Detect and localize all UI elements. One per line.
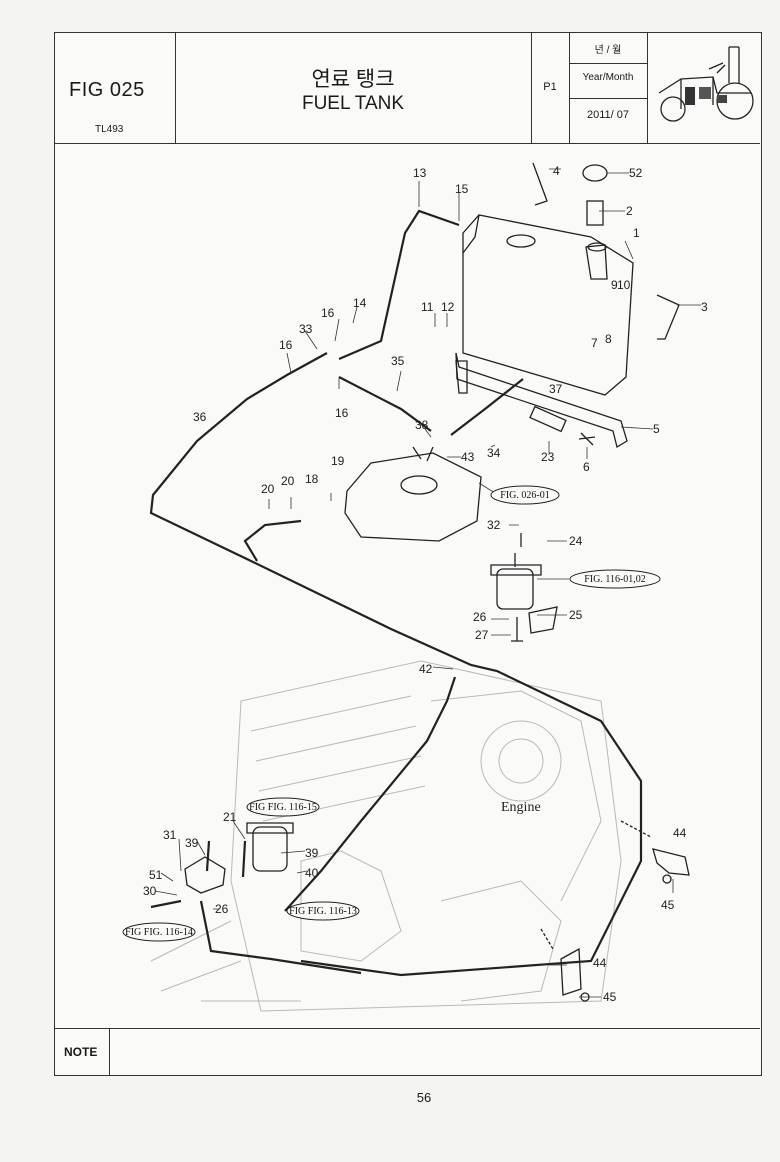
callout-36: 36 xyxy=(193,410,207,424)
callout-45: 45 xyxy=(603,990,617,1004)
title-korean: 연료 탱크 xyxy=(311,68,395,91)
callout-39: 39 xyxy=(305,846,319,860)
callout-1: 1 xyxy=(633,226,640,240)
callout-18: 18 xyxy=(305,472,319,486)
year-month-label-kr: 년 / 월 xyxy=(594,45,622,56)
figure-number: FIG 025 xyxy=(69,79,145,101)
reference-ovals xyxy=(122,485,661,942)
callout-14: 14 xyxy=(353,296,367,310)
callout-30: 30 xyxy=(143,884,157,898)
divider xyxy=(175,33,176,143)
page-number: 56 xyxy=(416,1090,432,1105)
callout-26: 26 xyxy=(473,610,487,624)
divider xyxy=(569,63,647,64)
sub-tank-drawing xyxy=(344,446,482,542)
tractor-icon xyxy=(658,46,754,122)
callout-34: 34 xyxy=(487,446,501,460)
callout-8: 8 xyxy=(605,332,612,346)
divider xyxy=(109,1029,110,1075)
divider xyxy=(531,33,532,143)
callout-21: 21 xyxy=(223,810,237,824)
divider xyxy=(569,33,570,143)
callout-5: 5 xyxy=(653,422,660,436)
engine-drawing xyxy=(150,660,622,1012)
callout-11: 11 xyxy=(421,300,434,314)
callout-45: 45 xyxy=(661,898,675,912)
leader-lines xyxy=(154,168,701,998)
reference-label: FIG FIG. 116-13 xyxy=(289,906,357,917)
parts-sheet: FIG 025 TL493 연료 탱크 FUEL TANK P1 년 / 월 Y… xyxy=(54,32,762,1076)
callout-9: 9 xyxy=(611,278,618,292)
fuel-tank-drawing xyxy=(455,162,680,449)
callout-16: 16 xyxy=(335,406,349,420)
callout-20: 20 xyxy=(261,482,275,496)
callout-4: 4 xyxy=(553,164,560,178)
divider xyxy=(647,33,648,143)
callout-33: 33 xyxy=(299,322,313,336)
callout-24: 24 xyxy=(569,534,583,548)
note-label: NOTE xyxy=(64,1045,98,1059)
callout-3: 3 xyxy=(701,300,708,314)
callout-35: 35 xyxy=(391,354,405,368)
page-ref: P1 xyxy=(543,81,557,93)
callout-52: 52 xyxy=(629,166,643,180)
reference-label: FIG FIG. 116-15 xyxy=(249,802,317,813)
callout-26: 26 xyxy=(215,902,229,916)
callout-44: 44 xyxy=(593,956,607,970)
callout-12: 12 xyxy=(441,300,455,314)
fuel-lines xyxy=(149,209,643,977)
callout-19: 19 xyxy=(331,454,345,468)
engine-label: Engine xyxy=(501,800,541,815)
callout-23: 23 xyxy=(541,450,555,464)
callout-10: 10 xyxy=(617,278,631,292)
callout-15: 15 xyxy=(455,182,469,196)
callout-16: 16 xyxy=(321,306,335,320)
model-code: TL493 xyxy=(95,124,124,135)
callout-7: 7 xyxy=(591,336,598,350)
callout-13: 13 xyxy=(413,166,427,180)
callout-42: 42 xyxy=(419,662,433,676)
callout-44: 44 xyxy=(673,826,687,840)
callout-37: 37 xyxy=(549,382,563,396)
callout-27: 27 xyxy=(475,628,489,642)
callout-20: 20 xyxy=(281,474,295,488)
callout-38: 38 xyxy=(415,418,429,432)
callout-16: 16 xyxy=(279,338,293,352)
page-title: FUEL TANK xyxy=(301,93,405,114)
callout-43: 43 xyxy=(461,450,475,464)
header-table: FIG 025 TL493 연료 탱크 FUEL TANK P1 년 / 월 Y… xyxy=(55,33,760,144)
reference-label: FIG. 116-01,02 xyxy=(584,574,646,585)
callout-25: 25 xyxy=(569,608,583,622)
callout-2: 2 xyxy=(626,204,633,218)
callout-39: 39 xyxy=(185,836,199,850)
year-month-value: 2011/ 07 xyxy=(586,109,629,121)
reference-label: FIG. 026-01 xyxy=(500,490,549,501)
callout-32: 32 xyxy=(487,518,501,532)
callout-51: 51 xyxy=(149,868,163,882)
year-month-label: Year/Month xyxy=(582,72,634,83)
reference-label: FIG FIG. 116-14 xyxy=(125,927,193,938)
callout-31: 31 xyxy=(163,828,177,842)
fuel-filter-drawing xyxy=(184,533,558,894)
callout-6: 6 xyxy=(583,460,590,474)
divider xyxy=(569,98,647,99)
note-row: NOTE xyxy=(55,1028,760,1075)
callout-40: 40 xyxy=(305,866,319,880)
